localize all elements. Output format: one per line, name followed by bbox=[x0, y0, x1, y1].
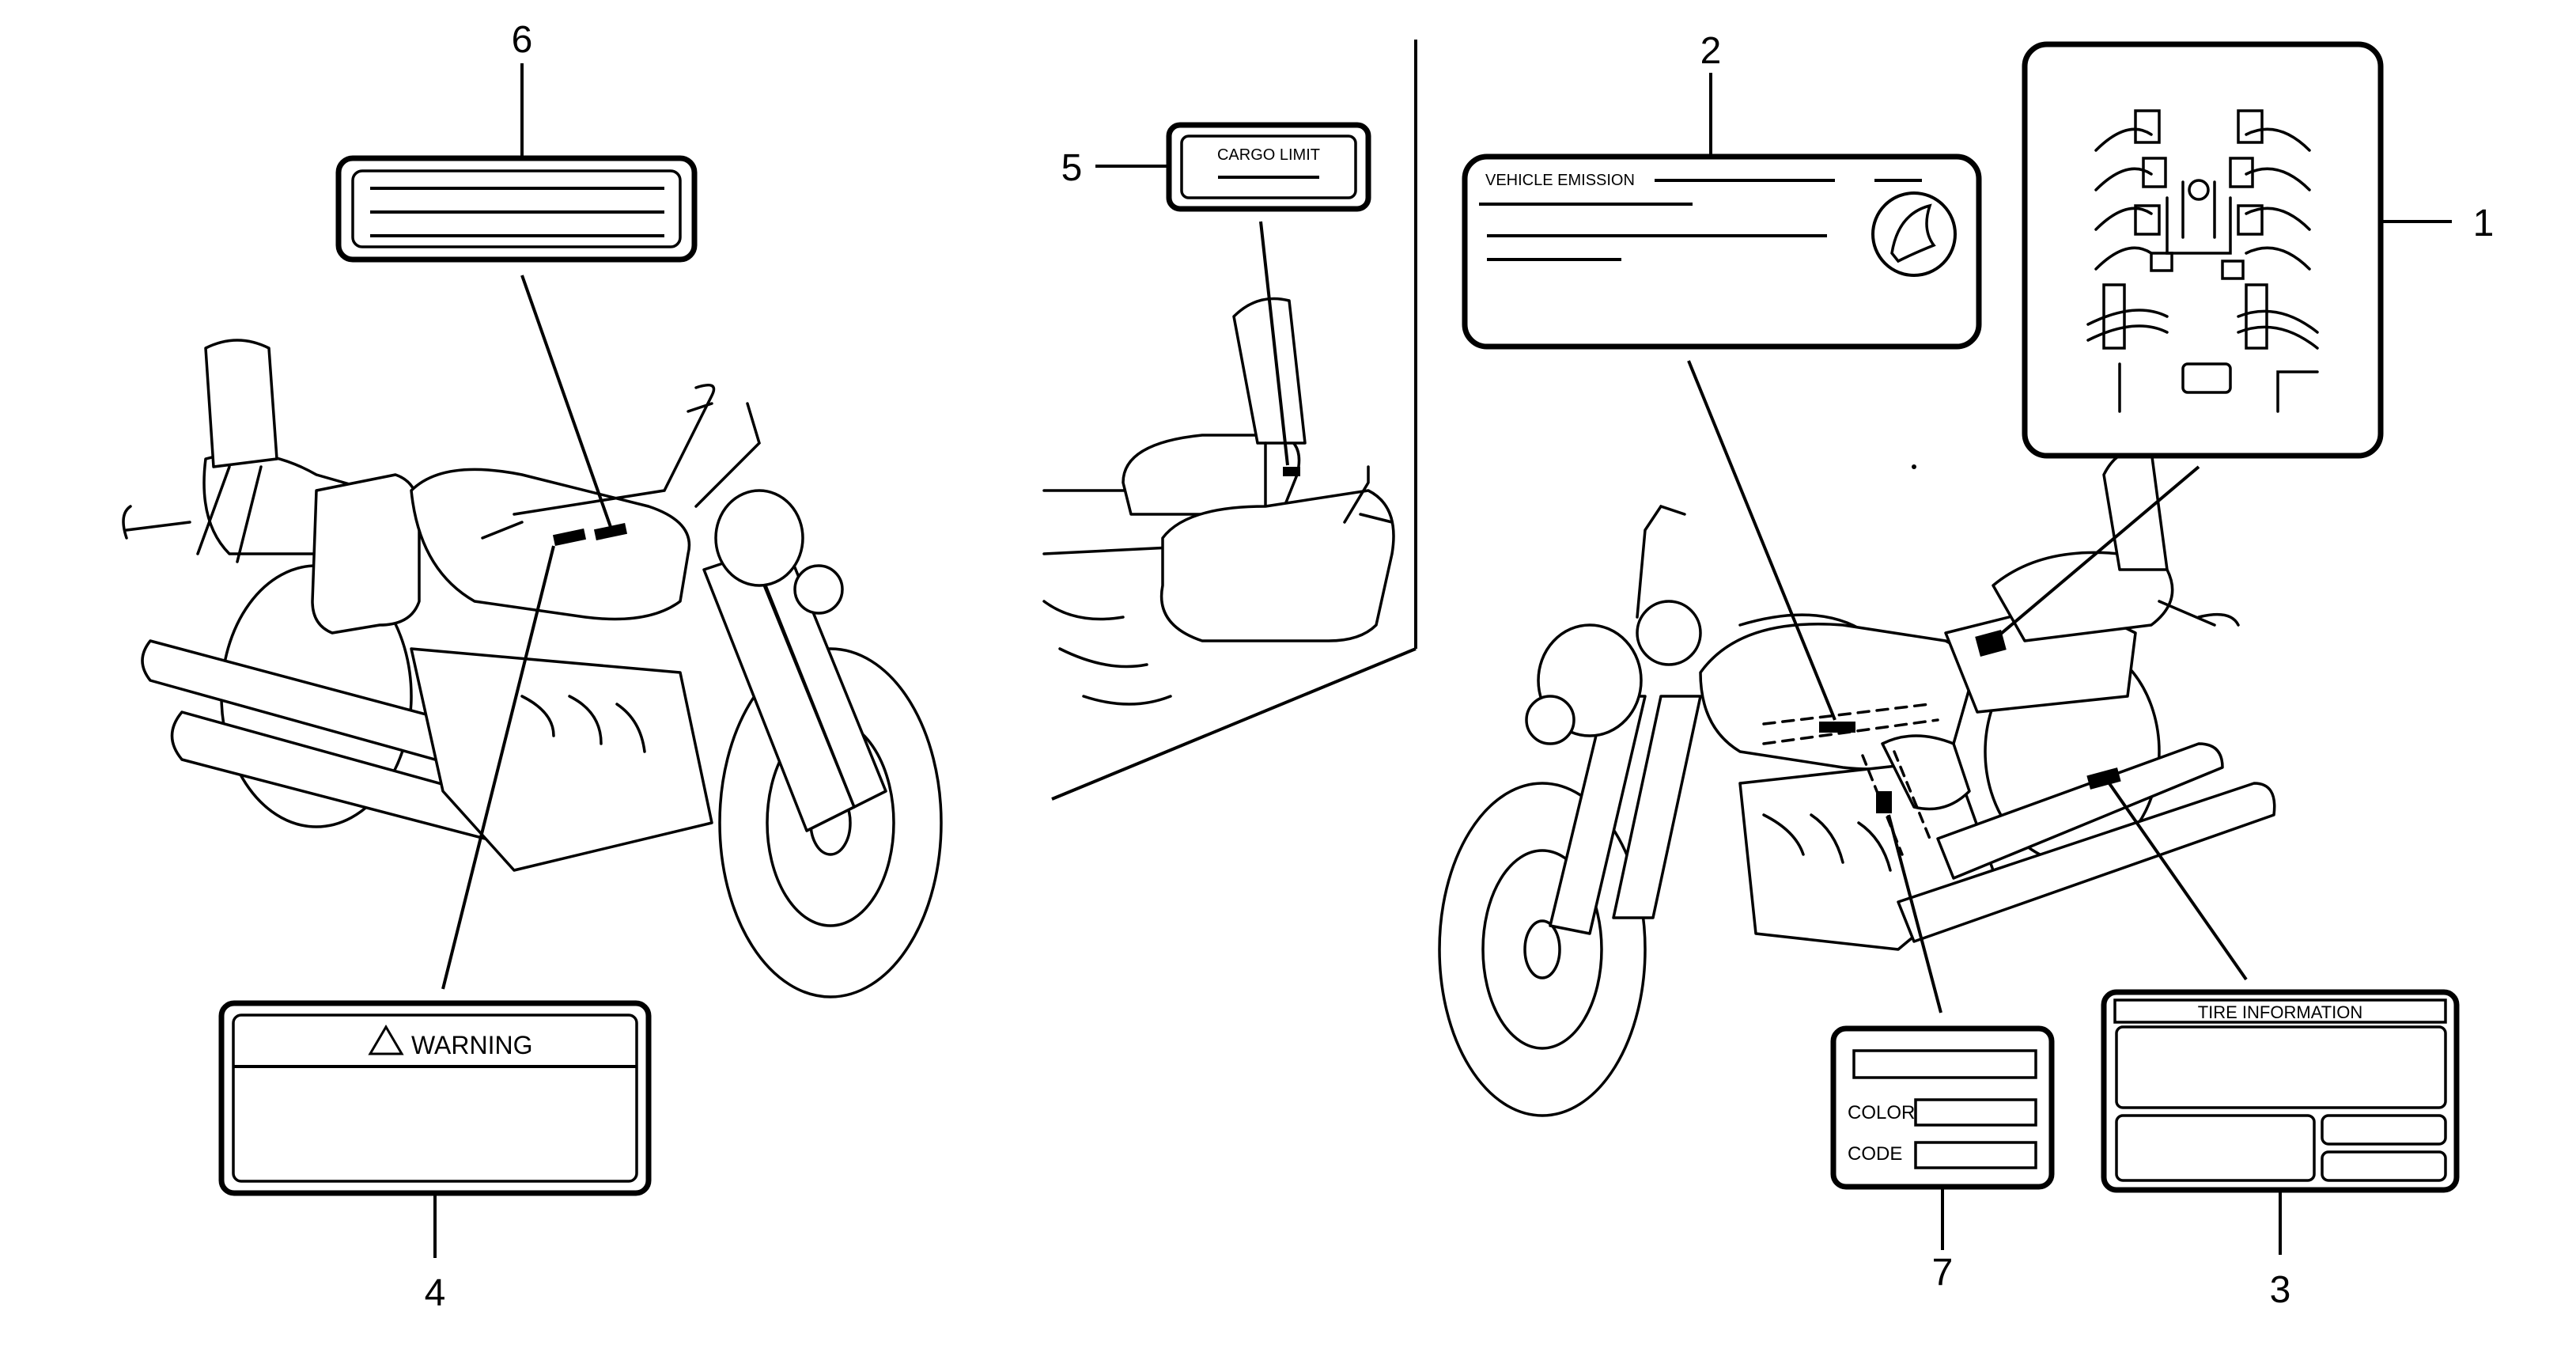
label-7-color-code: COLOR CODE bbox=[1830, 1025, 2055, 1190]
warning-triangle-icon bbox=[368, 1025, 404, 1055]
wing-logo-icon bbox=[1871, 191, 1957, 277]
inset-frame bbox=[1051, 40, 1417, 801]
leader-1-to-bike bbox=[1995, 465, 2200, 639]
callout-2: 2 bbox=[1700, 30, 1722, 72]
callout-1: 1 bbox=[2473, 203, 2495, 244]
callout-6: 6 bbox=[512, 19, 533, 61]
leader-6-to-bike bbox=[520, 275, 612, 528]
color-text: COLOR bbox=[1848, 1102, 1915, 1123]
vehicle-emission-text: VEHICLE EMISSION bbox=[1485, 172, 1635, 189]
label-5-cargo-limit: CARGO LIMIT bbox=[1166, 122, 1371, 212]
callout-5: 5 bbox=[1061, 147, 1083, 189]
callout-3: 3 bbox=[2270, 1269, 2291, 1311]
label-6-plate bbox=[335, 155, 698, 263]
callout-4: 4 bbox=[425, 1272, 446, 1314]
code-text: CODE bbox=[1848, 1143, 1902, 1165]
warning-text: WARNING bbox=[411, 1031, 532, 1059]
label-3-tire-information: TIRE INFORMATION bbox=[2101, 989, 2460, 1193]
label-1-hose-routing bbox=[2022, 41, 2384, 459]
leader-2-to-bike bbox=[1687, 360, 1836, 721]
motorcycle-left-view bbox=[122, 339, 943, 998]
leader-5-to-bike bbox=[1259, 221, 1289, 466]
label-2-vehicle-emission: VEHICLE EMISSION bbox=[1462, 153, 1982, 350]
tire-information-text: TIRE INFORMATION bbox=[2198, 1002, 2363, 1022]
leader-7-to-bike bbox=[1887, 814, 1942, 1013]
motorcycle-right-view bbox=[1438, 448, 2276, 1117]
leader-4-to-bike bbox=[441, 545, 555, 990]
callout-7: 7 bbox=[1932, 1252, 1954, 1294]
leader-3-to-bike bbox=[2105, 779, 2248, 981]
motorcycle-rear-inset bbox=[1042, 297, 1395, 706]
label-4-warning: WARNING bbox=[218, 1000, 652, 1196]
cargo-limit-text: CARGO LIMIT bbox=[1217, 146, 1320, 164]
